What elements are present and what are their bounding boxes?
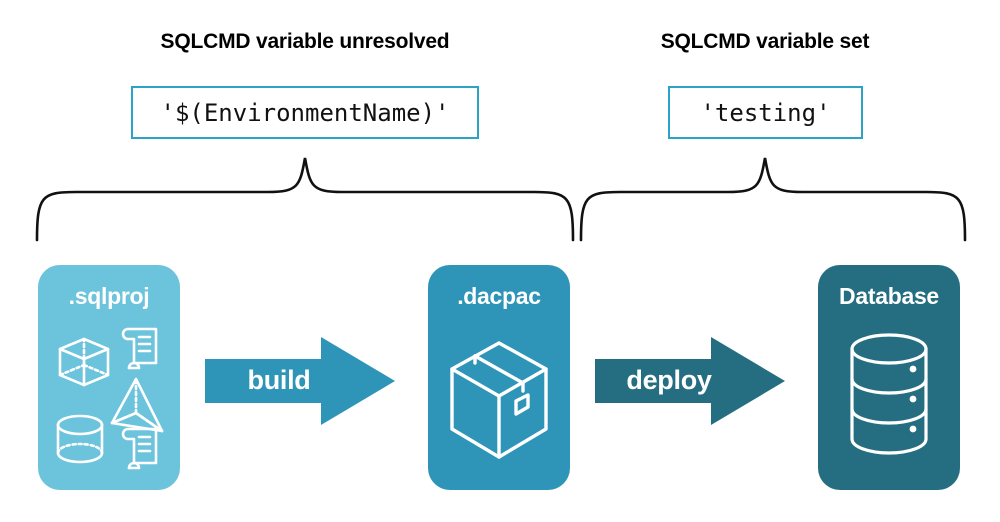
database-illustration <box>850 333 928 455</box>
sqlcmd-variable-set-value: 'testing' <box>668 86 863 139</box>
pyramid-icon <box>110 377 164 433</box>
section-caption-right: SQLCMD variable set <box>660 30 870 53</box>
right-brace-icon <box>579 157 967 242</box>
artifact-database: Database <box>818 265 960 490</box>
build-arrow-icon <box>205 337 395 425</box>
artifact-database-label: Database <box>839 283 939 309</box>
dacpac-package-illustration <box>450 341 548 459</box>
script-scroll-icon <box>121 427 158 470</box>
left-brace-icon <box>35 157 575 242</box>
script-scroll-icon <box>121 327 158 370</box>
cube-icon <box>58 337 110 387</box>
sqlcmd-variable-unresolved-value: '$(EnvironmentName)' <box>131 86 479 139</box>
section-caption-left: SQLCMD variable unresolved <box>160 30 450 53</box>
arrow-deploy: deploy <box>595 337 785 425</box>
sqlproj-contents-illustration <box>56 327 164 470</box>
artifact-dacpac-label: .dacpac <box>457 283 541 309</box>
artifact-sqlproj: .sqlproj <box>38 265 180 490</box>
package-box-icon <box>450 341 548 459</box>
deploy-arrow-icon <box>595 337 785 425</box>
cylinder-icon <box>56 414 104 464</box>
arrow-build: build <box>205 337 395 425</box>
database-cylinder-icon <box>850 333 928 455</box>
artifact-dacpac: .dacpac <box>428 265 570 490</box>
artifact-sqlproj-label: .sqlproj <box>68 283 150 309</box>
